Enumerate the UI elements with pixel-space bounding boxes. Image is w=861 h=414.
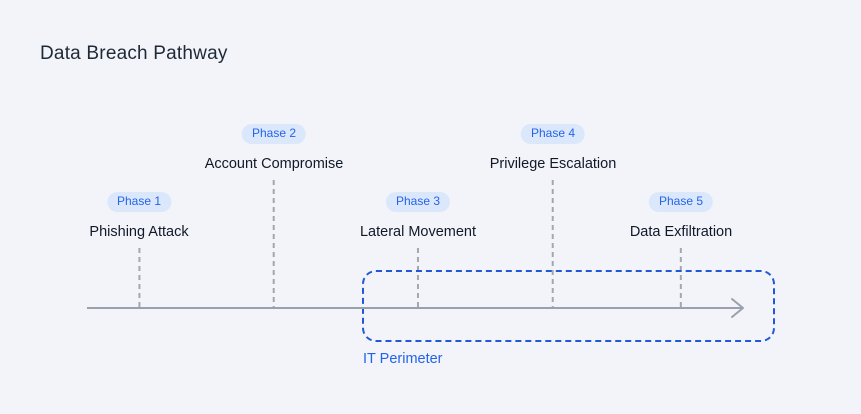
page-title: Data Breach Pathway bbox=[40, 43, 228, 64]
it-perimeter-box bbox=[362, 270, 775, 342]
phase-label: Privilege Escalation bbox=[489, 155, 617, 172]
phase-label: Account Compromise bbox=[204, 155, 344, 172]
it-perimeter-label: IT Perimeter bbox=[363, 351, 443, 367]
phase-label: Phishing Attack bbox=[89, 223, 189, 240]
phase-connector-line bbox=[551, 180, 554, 308]
timeline-arrow bbox=[87, 298, 744, 318]
phase-item-2: Phase 2 Account Compromise bbox=[204, 124, 344, 308]
phase-connector-line bbox=[138, 248, 140, 308]
phase-connector-line bbox=[272, 180, 275, 308]
phase-item-1: Phase 1 Phishing Attack bbox=[89, 192, 189, 308]
phase-item-3: Phase 3 Lateral Movement bbox=[359, 192, 477, 308]
phase-badge: Phase 3 bbox=[385, 192, 451, 212]
phase-badge: Phase 2 bbox=[241, 124, 307, 144]
phase-badge: Phase 1 bbox=[106, 192, 172, 212]
phase-badge: Phase 4 bbox=[520, 124, 586, 144]
phase-connector-line bbox=[679, 248, 682, 308]
phase-connector-line bbox=[417, 248, 419, 308]
phase-badge: Phase 5 bbox=[648, 192, 714, 212]
phase-label: Lateral Movement bbox=[359, 223, 477, 240]
phase-label: Data Exfiltration bbox=[629, 223, 733, 240]
phase-item-4: Phase 4 Privilege Escalation bbox=[489, 124, 617, 308]
phase-item-5: Phase 5 Data Exfiltration bbox=[629, 192, 733, 308]
